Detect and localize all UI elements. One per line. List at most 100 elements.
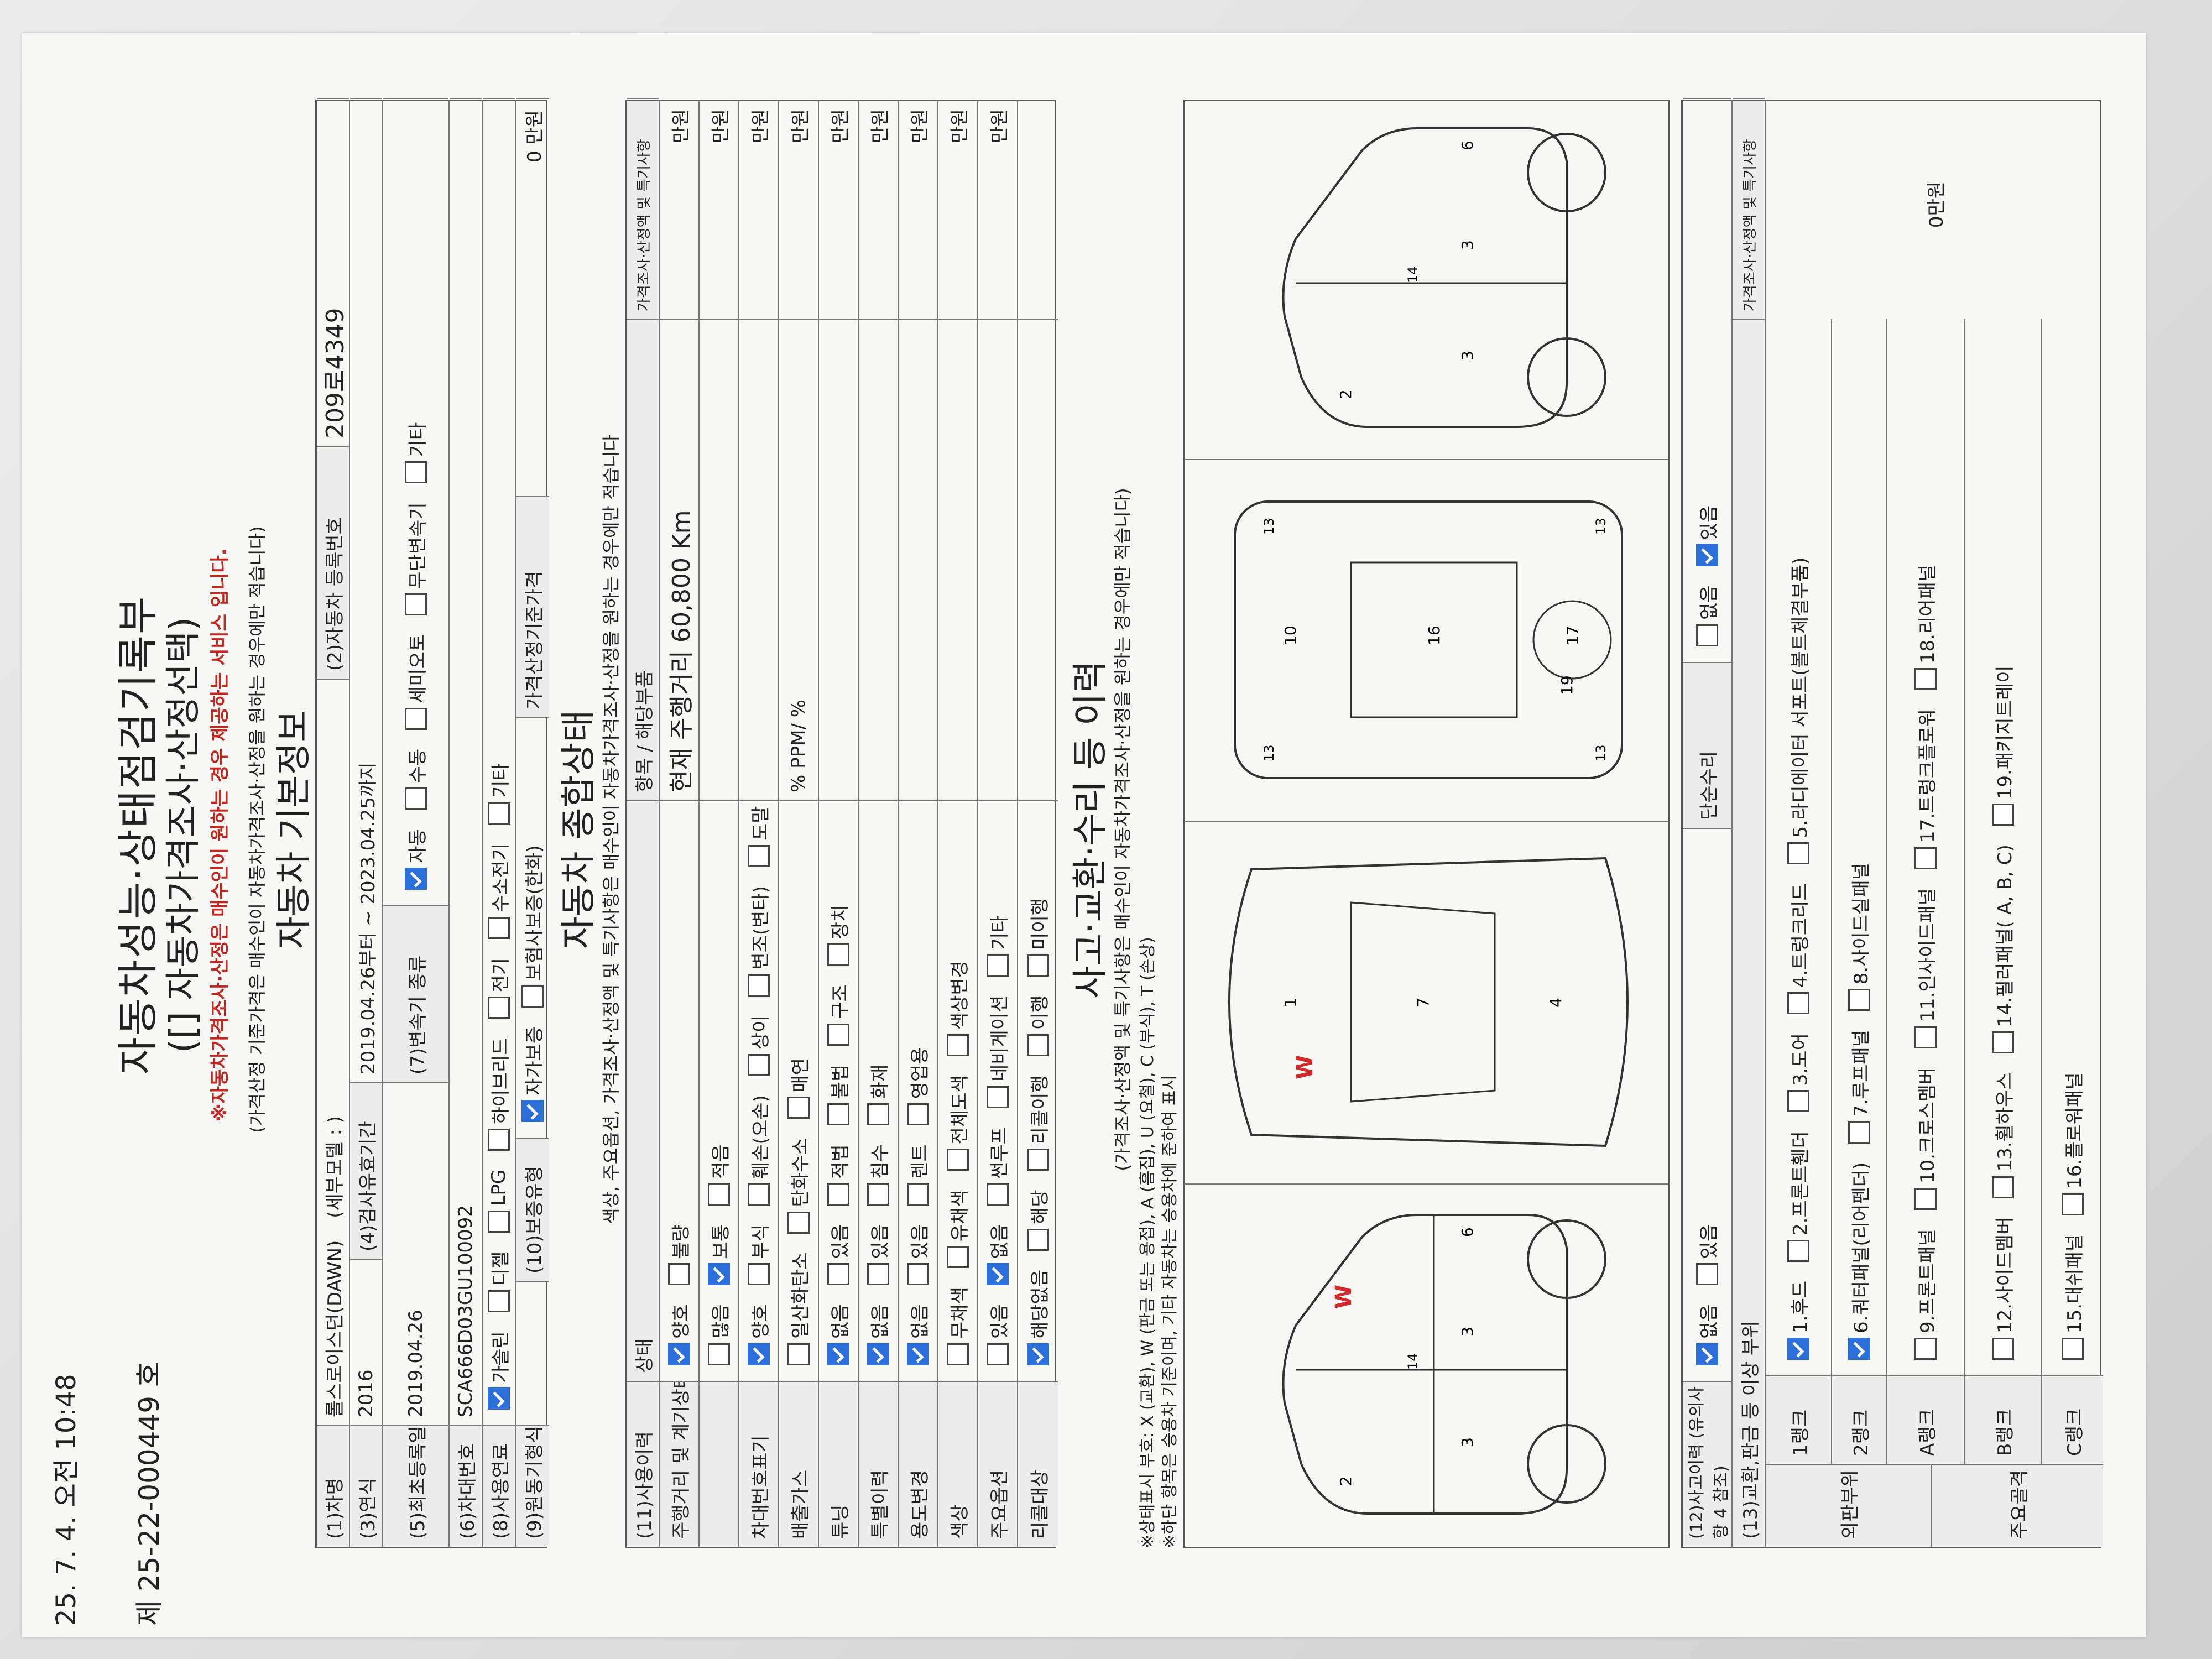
part-checkbox[interactable] (1992, 1031, 2014, 1054)
status-option-checkbox[interactable] (787, 1343, 810, 1365)
part-checkbox[interactable] (1914, 847, 1937, 869)
status-option-label: 침수 (869, 1144, 891, 1179)
status-option-checkbox[interactable] (708, 1183, 730, 1206)
status-row-unit: 만원 (670, 109, 692, 144)
svg-text:6: 6 (1458, 140, 1477, 150)
fuel-other-checkbox[interactable] (488, 802, 510, 825)
part-checkbox[interactable] (1992, 1338, 2014, 1360)
part-checkbox[interactable] (1787, 1338, 1809, 1360)
status-option-checkbox[interactable] (748, 974, 770, 997)
status-option-checkbox[interactable] (947, 1149, 969, 1171)
status-option-checkbox[interactable] (827, 1183, 849, 1206)
part-checkbox[interactable] (1992, 1176, 2014, 1198)
part-checkbox[interactable] (1787, 1240, 1809, 1262)
status-option-checkbox[interactable] (947, 1246, 969, 1269)
status-option-checkbox[interactable] (827, 1343, 849, 1365)
status-option-checkbox[interactable] (987, 1263, 1009, 1286)
car-right-side-drawing: 2 3 3 6 14 (1282, 127, 1606, 428)
status-option-checkbox[interactable] (947, 1034, 969, 1057)
fuel-hybrid-checkbox[interactable] (488, 1128, 510, 1151)
trans-semi-checkbox[interactable] (405, 707, 427, 730)
trans-cvt-checkbox[interactable] (405, 593, 427, 615)
year-value: 2016 (350, 1259, 382, 1425)
status-option-checkbox[interactable] (787, 1097, 810, 1119)
part-checkbox[interactable] (1914, 1026, 1937, 1048)
repair-none-checkbox[interactable] (1696, 624, 1718, 646)
status-option-checkbox[interactable] (987, 1343, 1009, 1365)
price-basis-value: 0 만원 (516, 98, 549, 496)
status-option-checkbox[interactable] (907, 1103, 929, 1126)
status-option-checkbox[interactable] (907, 1183, 929, 1206)
status-option-label: 양호 (749, 1304, 772, 1339)
part-checkbox[interactable] (1848, 989, 1870, 1011)
svg-text:19: 19 (1558, 675, 1576, 695)
status-option-checkbox[interactable] (987, 1086, 1009, 1109)
engine-label: (9)원동기형식 (516, 1425, 549, 1547)
part-checkbox[interactable] (1787, 1090, 1809, 1113)
part-checkbox[interactable] (1787, 842, 1809, 865)
rank-label: C랭크 (2042, 1375, 2103, 1464)
status-option-checkbox[interactable] (748, 1183, 770, 1206)
accident-yes-checkbox[interactable] (1696, 1263, 1718, 1286)
status-option-checkbox[interactable] (867, 1183, 889, 1206)
part-checkbox[interactable] (2062, 1193, 2084, 1215)
status-option-checkbox[interactable] (947, 1343, 969, 1365)
status-option-checkbox[interactable] (1027, 1343, 1049, 1365)
status-option-checkbox[interactable] (907, 1343, 929, 1365)
part-checkbox[interactable] (2062, 1338, 2084, 1360)
status-option-checkbox[interactable] (787, 1211, 810, 1234)
status-option-checkbox[interactable] (748, 1263, 770, 1286)
status-option-checkbox[interactable] (907, 1263, 929, 1286)
outer-panel-label: 외판부위 (1766, 1464, 1932, 1547)
status-header-row: (11)사용이력 상태 항목 / 해당부품 가격조사·산정액 및 특기사항 (627, 98, 660, 1547)
warranty-insurer-checkbox[interactable] (521, 985, 544, 1008)
fuel-hydrogen-checkbox[interactable] (488, 916, 510, 939)
status-option-checkbox[interactable] (867, 1263, 889, 1286)
status-row-label: 배출가스 (779, 1381, 818, 1547)
part-checkbox[interactable] (1914, 1338, 1937, 1360)
fuel-lpg-checkbox[interactable] (488, 1210, 510, 1233)
status-option-checkbox[interactable] (748, 845, 770, 867)
accident-none-checkbox[interactable] (1696, 1343, 1718, 1365)
repair-yes-checkbox[interactable] (1696, 544, 1718, 567)
fuel-gasoline-checkbox[interactable] (488, 1387, 510, 1410)
part-checkbox[interactable] (1914, 1188, 1937, 1211)
status-option-label: 매연 (789, 1057, 812, 1093)
status-option-checkbox[interactable] (987, 1183, 1009, 1206)
status-option-checkbox[interactable] (668, 1263, 690, 1286)
fuel-electric-checkbox[interactable] (488, 997, 510, 1019)
warranty-label: (10)보증유형 (516, 1138, 549, 1281)
trans-other-checkbox[interactable] (405, 461, 427, 484)
part-checkbox[interactable] (1992, 804, 2014, 826)
status-option-checkbox[interactable] (708, 1263, 730, 1286)
status-option-checkbox[interactable] (827, 1023, 849, 1046)
status-option-checkbox[interactable] (987, 954, 1009, 977)
status-option-checkbox[interactable] (1027, 954, 1049, 977)
status-option-checkbox[interactable] (1027, 1149, 1049, 1171)
part-checkbox[interactable] (1848, 1121, 1870, 1144)
part-label: 8.사이드실패널 (1850, 863, 1872, 985)
status-option-label: 있음 (909, 1224, 931, 1259)
status-option-checkbox[interactable] (748, 1054, 770, 1077)
accident-price-label: 가격조사·산정액 및 특기사항 (1733, 98, 1765, 319)
fuel-diesel-checkbox[interactable] (488, 1290, 510, 1313)
trans-manual-checkbox[interactable] (405, 787, 427, 810)
status-option-label: 없음 (909, 1304, 931, 1339)
status-option-checkbox[interactable] (827, 943, 849, 966)
status-option-checkbox[interactable] (867, 1343, 889, 1365)
trans-auto-checkbox[interactable] (405, 868, 427, 890)
status-option-checkbox[interactable] (748, 1343, 770, 1365)
part-checkbox[interactable] (1787, 992, 1809, 1015)
status-option-checkbox[interactable] (867, 1103, 889, 1126)
warranty-self-checkbox[interactable] (521, 1100, 544, 1122)
status-option-checkbox[interactable] (827, 1263, 849, 1286)
exchange-label: (13)교환,판금 등 이상 부위 (1733, 319, 1765, 1547)
status-option-checkbox[interactable] (1027, 1228, 1049, 1251)
status-option-checkbox[interactable] (708, 1343, 730, 1365)
status-option-checkbox[interactable] (827, 1103, 849, 1126)
part-checkbox[interactable] (1848, 1338, 1870, 1360)
status-option-checkbox[interactable] (1027, 1034, 1049, 1057)
status-option-checkbox[interactable] (668, 1343, 690, 1365)
part-checkbox[interactable] (1914, 668, 1937, 691)
